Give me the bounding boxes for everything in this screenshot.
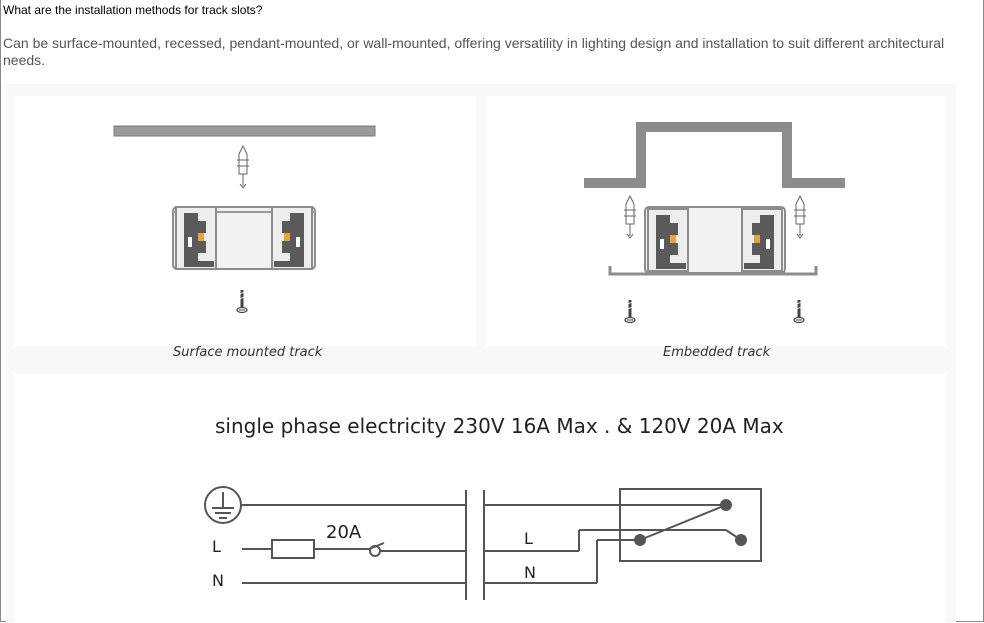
surface-track-drawing <box>113 125 376 314</box>
wiring-diagram <box>204 486 762 600</box>
left-live-label: L <box>212 537 221 556</box>
fuse-icon <box>271 539 315 559</box>
wiring-panel <box>14 374 946 622</box>
question-heading: What are the installation methods for tr… <box>3 3 263 17</box>
left-neutral-label: N <box>212 571 224 590</box>
right-neutral-label: N <box>524 563 536 582</box>
embedded-track-caption: Embedded track <box>663 345 771 360</box>
embedded-track-drawing <box>584 122 845 324</box>
surface-track-caption: Surface mounted track <box>173 345 323 360</box>
fuse-rating-label: 20A <box>326 522 362 543</box>
fixture-box <box>619 488 762 562</box>
right-live-label: L <box>524 529 533 548</box>
answer-text: Can be surface-mounted, recessed, pendan… <box>3 35 945 68</box>
electricity-spec-title: single phase electricity 230V 16A Max . … <box>215 414 784 438</box>
